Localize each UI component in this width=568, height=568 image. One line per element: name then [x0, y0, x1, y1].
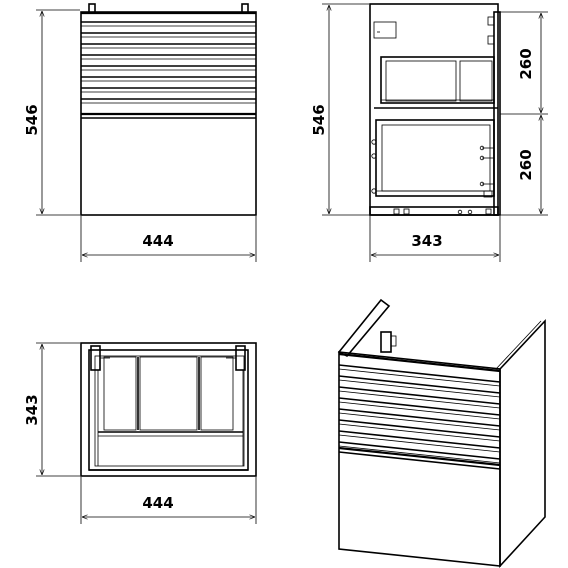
side-base-foot-3 — [485, 208, 492, 215]
side-upper-drawer-inner-2 — [459, 60, 493, 102]
iso-slat-line — [338, 408, 501, 427]
side-hardware-top-1 — [487, 16, 495, 26]
side-base-strip — [369, 206, 499, 216]
iso-slat-line — [338, 390, 501, 409]
top-drawer-outline — [88, 349, 249, 471]
side-screw-head-3 — [479, 181, 485, 187]
iso-slat-line — [338, 434, 501, 453]
top-outline — [80, 342, 257, 477]
iso-slat-line — [338, 419, 501, 438]
iso-slat-line — [338, 379, 501, 398]
top-compartment-right — [200, 356, 234, 431]
iso-slat-line — [338, 441, 501, 460]
side-cabinet-outline — [369, 3, 499, 216]
top-compartment-left — [103, 356, 137, 431]
iso-slat-line — [338, 412, 501, 431]
isometric-view — [337, 298, 546, 568]
side-hardware-bottom — [483, 190, 493, 198]
side-base-foot-2 — [403, 208, 410, 215]
iso-slat-line — [338, 423, 501, 442]
iso-slat-line — [338, 368, 501, 387]
front-right-lug — [241, 3, 249, 14]
iso-slat-line — [338, 397, 501, 416]
side-lower-drawer-box — [375, 119, 495, 197]
front-slats — [81, 21, 256, 104]
front-left-lug — [88, 3, 96, 14]
side-base-foot-1 — [393, 208, 400, 215]
top-width-label: 444 — [142, 494, 173, 512]
iso-slat-line — [338, 430, 501, 449]
top-drawer-inner — [94, 355, 245, 467]
iso-right-face-inner — [495, 320, 542, 370]
side-base-hole-2 — [467, 209, 473, 215]
side-back-panel — [493, 11, 501, 216]
side-upper-drawer-box — [380, 56, 495, 104]
side-screw-head-1 — [479, 145, 485, 151]
front-width-label: 444 — [142, 232, 173, 250]
side-lower-section-label: 260 — [517, 149, 535, 180]
side-depth-label: 343 — [411, 232, 442, 250]
front-height-label: 546 — [23, 104, 41, 135]
iso-slat-line — [338, 364, 501, 383]
side-lower-drawer-inner — [381, 124, 491, 192]
iso-top-band — [338, 352, 501, 373]
iso-slat-line — [338, 445, 501, 464]
side-base-hole-1 — [457, 209, 463, 215]
iso-left-panel-top — [380, 299, 390, 307]
iso-back-bracket — [380, 331, 392, 353]
side-view: 546 260 260 343 — [310, 3, 548, 262]
iso-slat-line — [338, 401, 501, 420]
iso-slat-line — [338, 375, 501, 394]
front-view: 546 444 — [23, 3, 257, 262]
side-fixing-hole-2 — [371, 153, 377, 159]
top-depth-label: 343 — [23, 394, 41, 425]
side-screw-head-2 — [479, 155, 485, 161]
iso-slat-line — [338, 386, 501, 405]
side-upper-section-label: 260 — [517, 48, 535, 79]
top-compartment-middle — [139, 356, 198, 431]
side-fixing-hole-3 — [371, 188, 377, 194]
iso-slats — [338, 364, 501, 464]
iso-drawer-separator-2 — [338, 451, 501, 470]
side-height-label: 546 — [310, 104, 328, 135]
iso-right-face — [499, 318, 546, 568]
side-upper-drawer-inner — [385, 60, 457, 102]
iso-back-bracket-2 — [390, 335, 397, 347]
side-hardware-top-2 — [487, 35, 495, 45]
side-label-box — [373, 21, 397, 39]
top-view: 343 444 — [23, 342, 257, 524]
side-fixing-hole-1 — [371, 139, 377, 145]
iso-drawer-separator — [338, 446, 501, 467]
